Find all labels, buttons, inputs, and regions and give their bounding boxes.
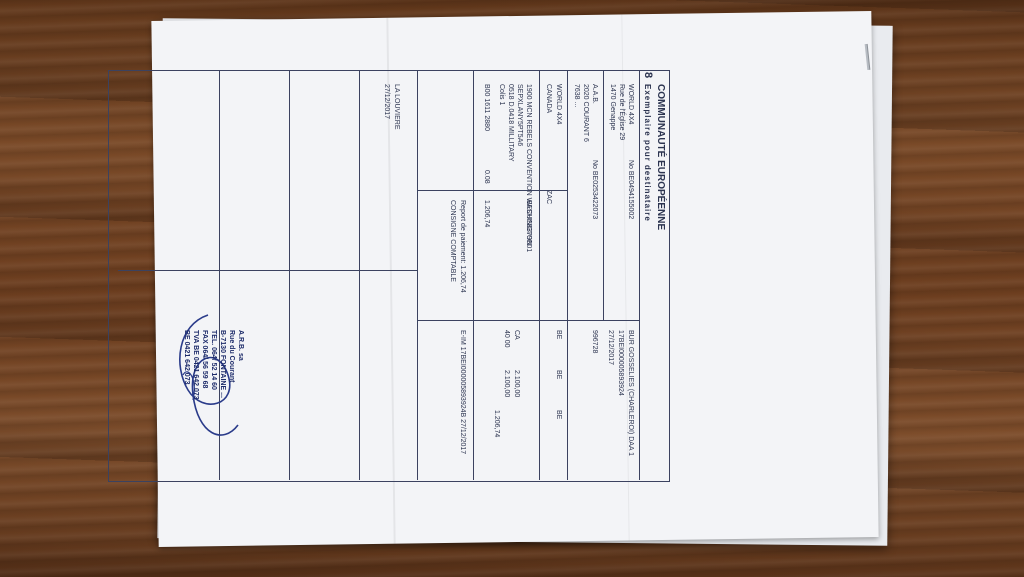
copy-number: 8	[642, 72, 654, 79]
grid-rule-2	[289, 70, 290, 480]
goods-gross-mass: B00 1611 2880	[483, 84, 490, 131]
goods-rule	[473, 70, 474, 480]
reference-line: E-IM 17BEI000005893924B 27/12/2017	[459, 330, 466, 455]
transport-destination: BE	[555, 410, 562, 420]
declaration-number: 996728	[591, 330, 598, 354]
transport-country-origin: CANADA	[545, 84, 552, 114]
stamp-company: A.R.B. sa	[237, 330, 244, 361]
stamp-address: Rue du Courant	[228, 330, 235, 383]
community-title: COMMUNAUTÉ EUROPÉENNE	[655, 84, 666, 231]
transport-departure: BE	[555, 330, 562, 340]
goods-marks: SEPXLANY5PT5A6	[516, 84, 523, 147]
transport-place: ZAC	[545, 190, 552, 204]
header-rule	[639, 70, 640, 480]
main-divider	[418, 320, 640, 321]
consignee-rule	[603, 70, 604, 320]
stamp-vat: TVA BE 0421 642 073	[192, 330, 199, 400]
goods-commodity-code: BECUS8379B01	[525, 200, 532, 253]
stamp-phone: TEL. 064/ 52 14 60	[210, 330, 217, 390]
payment-note: Report de paiement: 1.206,74	[459, 200, 466, 293]
consignee-street: Rue de l'Église 29	[618, 84, 625, 141]
consignee-vat: No BE0494155002	[627, 160, 634, 220]
signature-date: 27/12/2017	[383, 84, 390, 120]
goods-net-mass: 0.08	[483, 170, 490, 184]
customs-form: COMMUNAUTÉ EUROPÉENNE Exemplaire pour de…	[70, 70, 670, 490]
goods-value: 1.206,74	[483, 200, 490, 228]
representative-id: No BE0253422073	[591, 160, 598, 220]
representative-city: 7638 ...	[573, 84, 580, 108]
goods-quantity: 2.100,00	[513, 370, 520, 398]
grid-divider	[118, 270, 418, 271]
declaration-date: 27/12/2017	[607, 330, 614, 366]
goods-supplementary: 2.100,00	[503, 370, 510, 398]
transport-reference: WORLD 4X4	[555, 84, 562, 125]
representative-rule	[567, 70, 568, 480]
transport-rule	[539, 70, 540, 480]
transport-incoterm: BE	[555, 370, 562, 380]
signature-scribble-icon	[179, 314, 239, 436]
stamp-code: BE 0421 642 073	[183, 330, 190, 385]
representative-address: 2020 COURANT 6	[582, 84, 589, 142]
declaration-office: BUR GOSSELIES (CHARLEROI) DAA 1	[627, 330, 634, 457]
goods-container: 0518 D.0418 MILLITARY	[507, 84, 514, 162]
goods-packages: Colis 1	[498, 84, 505, 106]
place-date: LA LOUVIERE	[393, 84, 400, 130]
stamp-fax: FAX 064/ 56 59 68	[201, 330, 208, 389]
declaration-reference: 17BEI000005893924	[617, 330, 624, 396]
company-stamp	[168, 305, 248, 460]
representative-name: A.A.B.	[591, 84, 598, 104]
grid-rule-1	[359, 70, 360, 480]
footer-rule	[417, 70, 418, 480]
goods-procedure: 40 00	[503, 330, 510, 348]
accounting-label: CONSIGNE COMPTABLE	[449, 200, 456, 282]
goods-country: CA	[513, 330, 520, 340]
transport-divider	[418, 190, 568, 191]
goods-statistical-value: 1.206,74	[493, 410, 500, 438]
consignee-name: WORLD 4X4	[627, 84, 634, 125]
stamp-city: B-7130 FONTAINE ...	[219, 330, 226, 398]
copy-label: Exemplaire pour destinataire	[643, 84, 652, 222]
consignee-city: 1470 Genappe	[609, 84, 616, 131]
